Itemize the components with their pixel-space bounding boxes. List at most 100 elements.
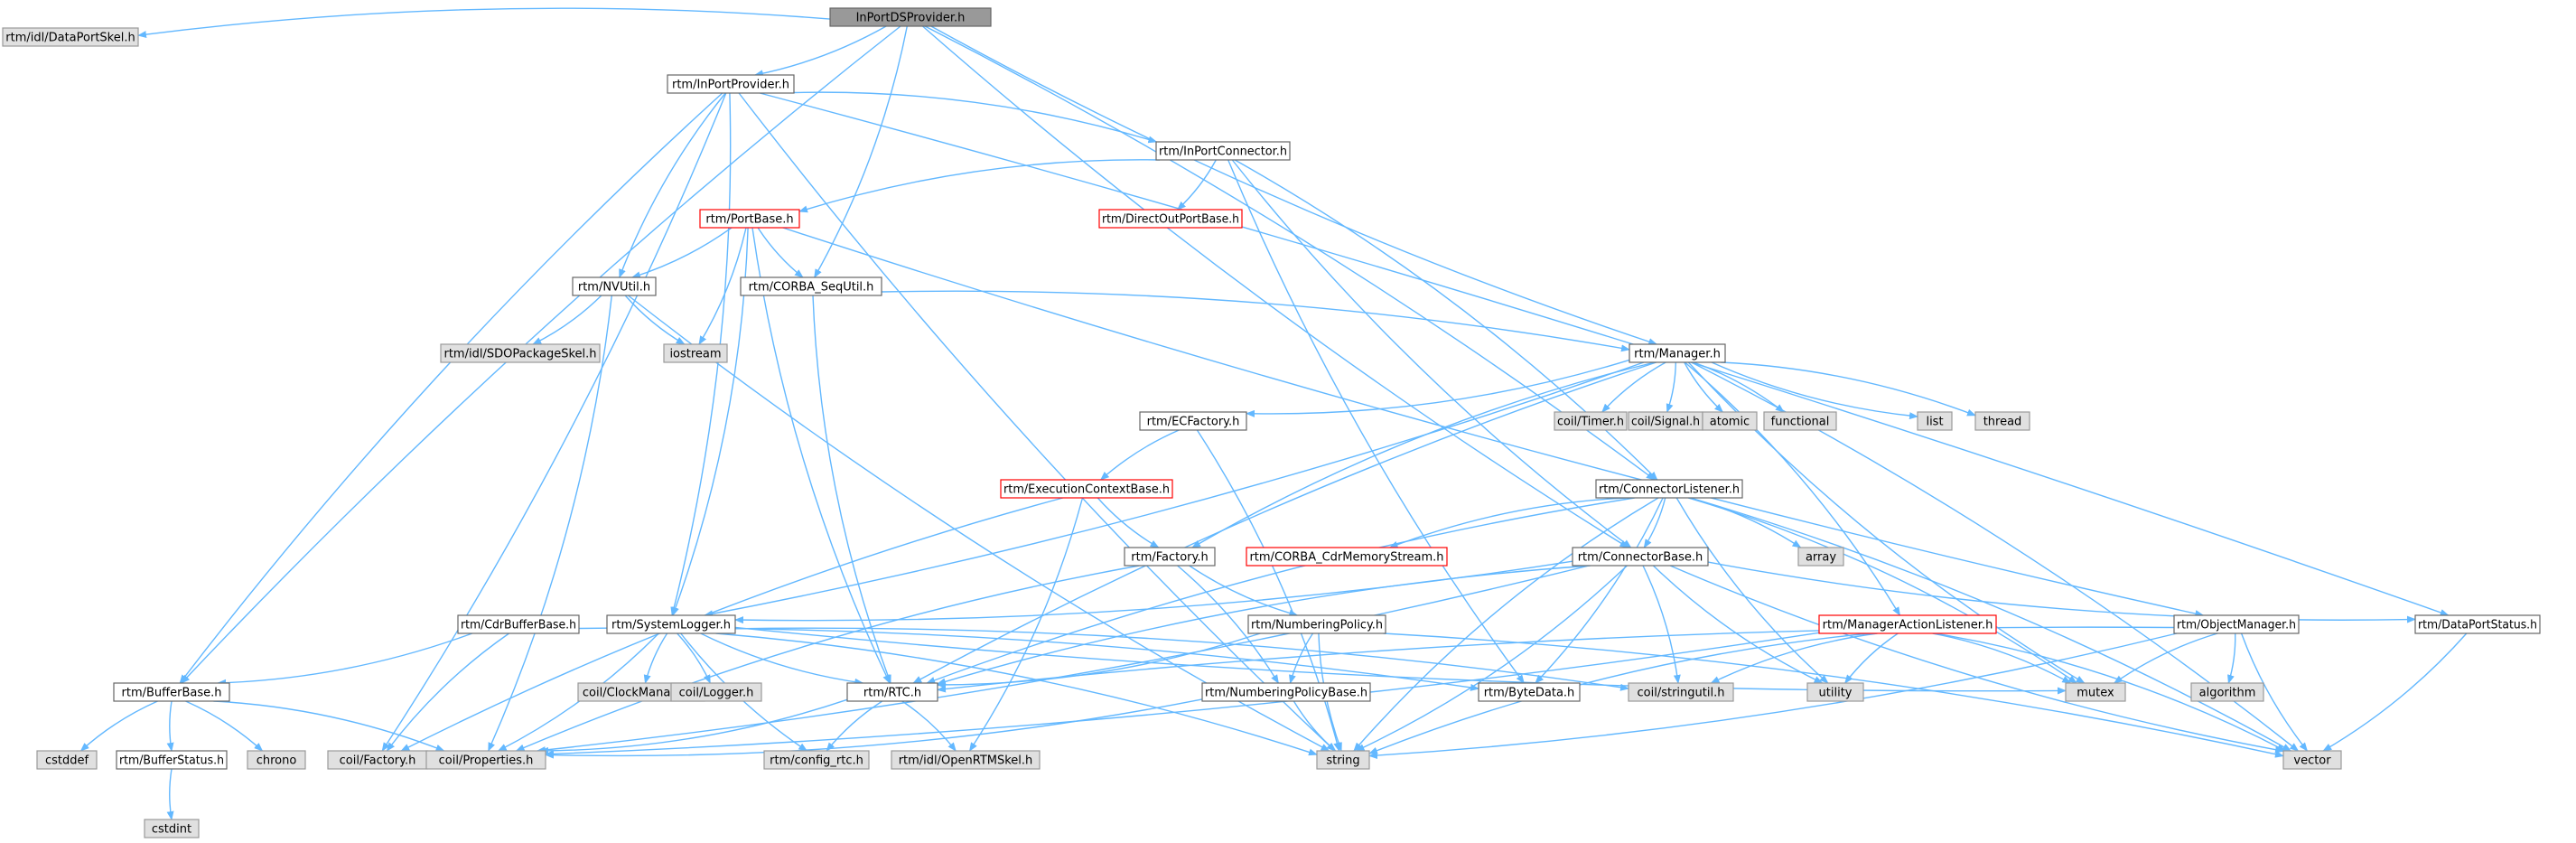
node-ecbase[interactable]: rtm/ExecutionContextBase.h [1000, 479, 1173, 499]
edge-factory-to-numpolicybase [1177, 565, 1279, 684]
node-box-numpolicybase [1201, 682, 1371, 702]
edge-nvutil-to-coilprops [488, 295, 612, 752]
edge-connlistener-to-mutex [1687, 497, 2077, 684]
node-inportconn[interactable]: rtm/InPortConnector.h [1155, 141, 1291, 161]
node-label-ecfactory: rtm/ECFactory.h [1147, 416, 1240, 429]
edge-ecfactory-to-ecbase [1099, 429, 1180, 481]
edge-ecbase-to-factory [1097, 497, 1160, 548]
node-label-bytedata: rtm/ByteData.h [1484, 687, 1575, 700]
node-portbase[interactable]: rtm/PortBase.h [699, 209, 800, 229]
node-box-sdoskel [440, 343, 601, 363]
node-label-sdoskel: rtm/idl/SDOPackageSkel.h [443, 348, 596, 361]
edge-objmgr-to-vector [2240, 632, 2309, 752]
node-box-chrono [247, 750, 306, 770]
edge-ecbase-to-coilfactory [400, 497, 1063, 752]
node-cdrmem[interactable]: rtm/CORBA_CdrMemoryStream.h [1246, 547, 1448, 567]
node-corbaseq[interactable]: rtm/CORBA_SeqUtil.h [740, 276, 882, 296]
node-nvutil[interactable]: rtm/NVUtil.h [572, 276, 657, 296]
edge-malistener-to-string [1368, 632, 1871, 754]
node-box-cstdint [144, 819, 200, 838]
node-dpskel: rtm/idl/DataPortSkel.h [2, 27, 139, 47]
node-label-ecbase: rtm/ExecutionContextBase.h [1003, 483, 1170, 497]
node-factory[interactable]: rtm/Factory.h [1124, 547, 1216, 567]
edge-ecfactory-to-string [1196, 429, 1341, 752]
edge-manager-to-list [1711, 361, 1918, 420]
node-box-iostream [663, 343, 728, 363]
edge-manager-to-malistener [1685, 361, 1901, 616]
node-box-factory [1124, 547, 1216, 567]
node-box-configrtc [763, 750, 870, 770]
node-box-rtc [846, 682, 938, 702]
node-box-bufstatus [116, 750, 228, 770]
node-ecfactory[interactable]: rtm/ECFactory.h [1139, 411, 1247, 431]
edge-root-to-corbaseq [814, 25, 908, 278]
node-connbase[interactable]: rtm/ConnectorBase.h [1572, 547, 1709, 567]
node-label-openrtmskel: rtm/idl/OpenRTMSkel.h [899, 754, 1033, 768]
node-label-stringutil: coil/stringutil.h [1638, 687, 1725, 700]
edge-factory-to-coilprops [515, 565, 1140, 752]
node-label-factory: rtm/Factory.h [1131, 551, 1209, 565]
node-box-string [1316, 750, 1370, 770]
edge-inportconn-to-bytedata [1227, 159, 1525, 684]
node-label-syslogger: rtm/SystemLogger.h [611, 619, 731, 632]
edge-corbaseq-to-manager [881, 290, 1630, 352]
node-label-coilfactory: coil/Factory.h [340, 754, 416, 768]
node-box-manager [1629, 343, 1726, 363]
node-label-utility: utility [1819, 687, 1853, 700]
node-label-numpolicy: rtm/NumberingPolicy.h [1251, 619, 1383, 632]
edges-layer [79, 7, 2468, 820]
edge-connlistener-to-cdrmem [1388, 497, 1627, 548]
edge-objmgr-to-algorithm [2227, 632, 2236, 684]
node-box-coilprops [425, 750, 546, 770]
node-manager[interactable]: rtm/Manager.h [1629, 343, 1726, 363]
edge-syslogger-to-stringutil [734, 627, 1629, 691]
edge-connbase-to-stringutil [1642, 565, 1681, 684]
node-root[interactable]: InPortDSProvider.h [829, 7, 992, 27]
node-syslogger[interactable]: rtm/SystemLogger.h [606, 614, 736, 634]
node-label-atomic: atomic [1710, 416, 1750, 429]
node-objmgr[interactable]: rtm/ObjectManager.h [2173, 614, 2300, 634]
node-bufstatus[interactable]: rtm/BufferStatus.h [116, 750, 228, 770]
node-malistener[interactable]: rtm/ManagerActionListener.h [1818, 614, 1997, 634]
edge-connlistener-to-bytedata [1535, 497, 1664, 684]
edge-root-to-manager [930, 25, 1658, 345]
node-label-numpolicybase: rtm/NumberingPolicyBase.h [1205, 687, 1367, 700]
node-dpstatus[interactable]: rtm/DataPortStatus.h [2414, 614, 2541, 634]
node-rtc[interactable]: rtm/RTC.h [846, 682, 938, 702]
node-box-syslogger [606, 614, 736, 634]
edge-rtc-to-openrtmskel [901, 700, 957, 752]
edge-connlistener-to-connbase [1643, 497, 1666, 548]
node-label-coiltimer: coil/Timer.h [1557, 416, 1624, 429]
edge-syslogger-to-mutex [734, 626, 2067, 695]
edge-connbase-to-string [1355, 565, 1628, 752]
edge-inportprov-to-nvutil [619, 92, 726, 278]
node-box-mutex [2065, 682, 2126, 702]
edge-root-to-bufbase [181, 25, 901, 684]
edge-manager-to-mutex [1687, 361, 2086, 684]
edge-rtc-to-configrtc [826, 700, 883, 752]
node-label-thread: thread [1983, 416, 2022, 429]
node-numpolicy[interactable]: rtm/NumberingPolicy.h [1247, 614, 1386, 634]
edge-manager-to-thread [1720, 361, 1976, 417]
node-list: list [1917, 411, 1953, 431]
node-numpolicybase[interactable]: rtm/NumberingPolicyBase.h [1201, 682, 1371, 702]
node-bufbase[interactable]: rtm/BufferBase.h [113, 682, 230, 702]
node-box-nvutil [572, 276, 657, 296]
edge-inportprov-to-inportconn [793, 91, 1158, 144]
edge-inportconn-to-portbase [798, 159, 1161, 213]
edge-cdrbuf-to-coilfactory [386, 632, 509, 752]
node-box-inportprov [667, 74, 795, 94]
node-box-connbase [1572, 547, 1709, 567]
edge-portbase-to-objmgr [782, 227, 2205, 617]
node-label-connbase: rtm/ConnectorBase.h [1578, 551, 1703, 565]
node-connlistener[interactable]: rtm/ConnectorListener.h [1595, 479, 1743, 499]
node-bytedata[interactable]: rtm/ByteData.h [1478, 682, 1581, 702]
edge-inportprov-to-bufbase [179, 92, 723, 684]
node-directout[interactable]: rtm/DirectOutPortBase.h [1098, 209, 1243, 229]
edge-manager-to-rtc [912, 361, 1657, 684]
node-inportprov[interactable]: rtm/InPortProvider.h [667, 74, 795, 94]
edge-manager-to-ecfactory [1246, 359, 1630, 417]
edge-syslogger-to-coillogger [677, 632, 711, 684]
node-cdrbuf[interactable]: rtm/CdrBufferBase.h [457, 614, 580, 634]
